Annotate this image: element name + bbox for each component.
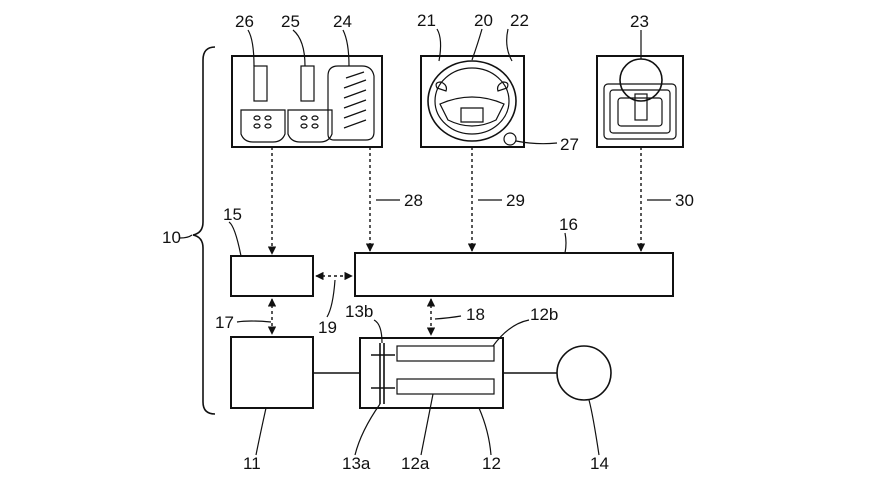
block-12 — [359, 337, 504, 409]
label-11: 11 — [243, 454, 261, 473]
label-16: 16 — [559, 215, 578, 234]
label-21: 21 — [417, 11, 436, 30]
label-12b: 12b — [530, 305, 558, 324]
label-13a: 13a — [342, 454, 371, 473]
label-22: 22 — [510, 11, 529, 30]
label-25: 25 — [281, 12, 300, 31]
block-16 — [354, 252, 674, 297]
label-12: 12 — [482, 454, 501, 473]
label-19: 19 — [318, 318, 337, 337]
label-23: 23 — [630, 12, 649, 31]
block-15 — [230, 255, 314, 297]
label-17: 17 — [215, 313, 234, 332]
label-14: 14 — [590, 454, 609, 473]
block-14 — [556, 345, 612, 401]
label-20: 20 — [474, 11, 493, 30]
label-27: 27 — [560, 135, 579, 154]
label-10: 10 — [162, 228, 181, 247]
label-30: 30 — [675, 191, 694, 210]
system-brace — [192, 46, 216, 415]
label-24: 24 — [333, 12, 352, 31]
label-29: 29 — [506, 191, 525, 210]
block-11 — [230, 336, 314, 409]
shifter — [596, 55, 684, 148]
label-28: 28 — [404, 191, 423, 210]
steering-wheel — [420, 55, 525, 148]
pedal-assembly — [231, 55, 383, 148]
label-26: 26 — [235, 12, 254, 31]
label-18: 18 — [466, 305, 485, 324]
label-15: 15 — [223, 205, 242, 224]
label-12a: 12a — [401, 454, 430, 473]
label-13b: 13b — [345, 302, 373, 321]
